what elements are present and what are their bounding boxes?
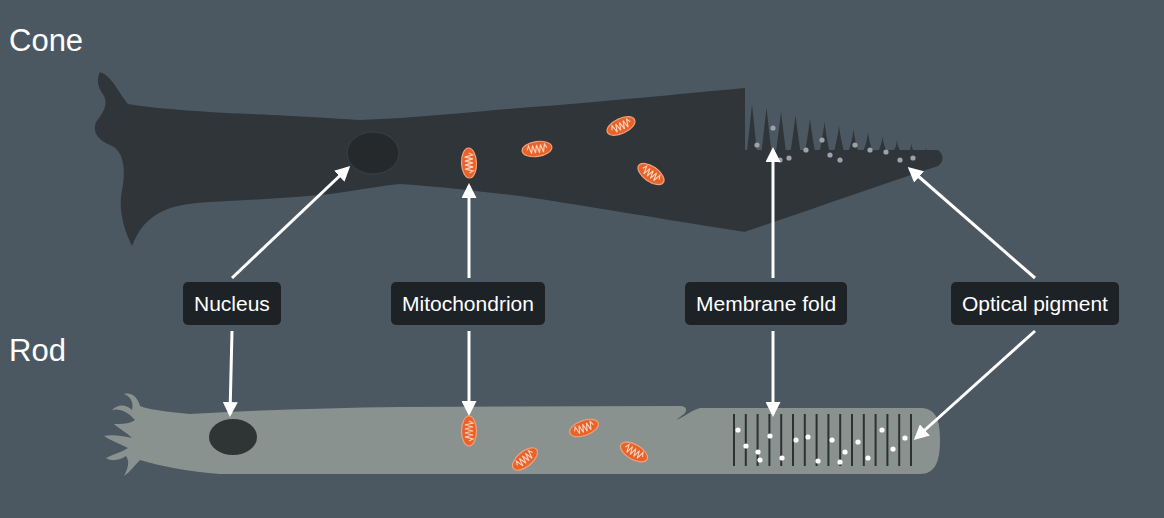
- membrane-fold: [851, 414, 853, 466]
- membrane-fold: [745, 414, 747, 466]
- cone-membrane-folds: [747, 104, 931, 163]
- pigment-dot: [837, 459, 842, 464]
- rod-disc-stack: [726, 410, 922, 472]
- callout-text: Nucleus: [194, 290, 270, 317]
- pigment-dot: [827, 152, 832, 157]
- membrane-fold: [816, 414, 818, 466]
- mitochondrion: [509, 444, 542, 475]
- pigment-dot: [803, 147, 808, 152]
- pigment-dot: [777, 157, 782, 162]
- membrane-fold: [849, 129, 859, 152]
- cone-nucleus: [347, 132, 399, 174]
- pigment-dot: [837, 157, 842, 162]
- pigment-dot: [852, 142, 857, 147]
- membrane-fold: [834, 126, 844, 152]
- pigment-dot: [842, 449, 847, 454]
- membrane-fold: [863, 133, 873, 152]
- membrane-fold: [907, 144, 917, 153]
- pigment-dot: [902, 435, 907, 440]
- membrane-fold: [805, 118, 815, 152]
- cell-type-label: Cone: [9, 24, 83, 58]
- leader-line: [230, 331, 232, 414]
- pigment-dot: [897, 157, 902, 162]
- mitochondrion: [617, 438, 650, 466]
- membrane-fold: [820, 122, 830, 152]
- pigment-dot: [819, 137, 824, 142]
- rod-nucleus: [209, 419, 257, 455]
- pigment-dot: [754, 142, 759, 147]
- pigment-dot: [743, 443, 748, 448]
- membrane-fold: [921, 147, 931, 154]
- membrane-fold: [762, 108, 772, 152]
- pigment-dot: [757, 457, 762, 462]
- pigment-dot: [883, 149, 888, 154]
- callout-text: Optical pigment: [962, 290, 1108, 317]
- callout-text: Membrane fold: [696, 290, 836, 317]
- leader-line: [910, 169, 1035, 278]
- membrane-fold: [839, 414, 841, 466]
- leader-line: [772, 150, 775, 278]
- leader-line: [916, 331, 1035, 438]
- membrane-fold: [910, 414, 912, 466]
- membrane-fold: [776, 111, 786, 152]
- leader-line: [232, 168, 348, 278]
- pigment-dot: [867, 147, 872, 152]
- callout-text: Mitochondrion: [402, 290, 534, 317]
- pigment-dot: [815, 458, 820, 463]
- pigment-dot: [910, 155, 915, 160]
- membrane-fold: [892, 140, 902, 152]
- pigment-dot: [829, 437, 834, 442]
- pigment-dot: [767, 433, 772, 438]
- mitochondrion: [604, 113, 638, 139]
- membrane-fold: [898, 414, 900, 466]
- membrane-fold: [733, 414, 735, 466]
- membrane-fold: [768, 414, 770, 466]
- pigment-dot: [755, 449, 760, 454]
- membrane-fold: [827, 414, 829, 466]
- callout-box: Nucleus: [183, 282, 281, 325]
- membrane-fold: [863, 414, 865, 466]
- leader-line: [468, 331, 471, 413]
- pigment-dot: [855, 439, 860, 444]
- pigment-dot: [805, 434, 810, 439]
- pigment-dot: [786, 155, 791, 160]
- mitochondrion: [461, 148, 477, 179]
- membrane-fold: [875, 414, 877, 466]
- pigment-dot: [890, 446, 895, 451]
- pigment-dot: [779, 455, 784, 460]
- mitochondrion: [634, 159, 667, 188]
- cone-body: [95, 72, 745, 246]
- membrane-fold: [791, 115, 801, 152]
- pigment-dot: [735, 427, 740, 432]
- cone-cell: [95, 72, 943, 246]
- cell-type-label: Rod: [9, 334, 66, 368]
- pigment-dot: [879, 427, 884, 432]
- pigment-dot: [770, 125, 775, 130]
- callout-box: Mitochondrion: [391, 282, 545, 325]
- membrane-fold: [804, 414, 806, 466]
- membrane-fold: [886, 414, 888, 466]
- callout-box: Optical pigment: [951, 282, 1119, 325]
- pigment-dot: [793, 437, 798, 442]
- mitochondrion: [521, 139, 553, 158]
- leader-line: [772, 331, 775, 414]
- callout-box: Membrane fold: [685, 282, 847, 325]
- rod-membrane-folds: [734, 414, 911, 466]
- mitochondrion: [462, 416, 477, 446]
- pigment-dot: [865, 455, 870, 460]
- leader-line: [468, 186, 471, 278]
- leader-lines: [230, 150, 1035, 438]
- mitochondrion: [567, 416, 600, 440]
